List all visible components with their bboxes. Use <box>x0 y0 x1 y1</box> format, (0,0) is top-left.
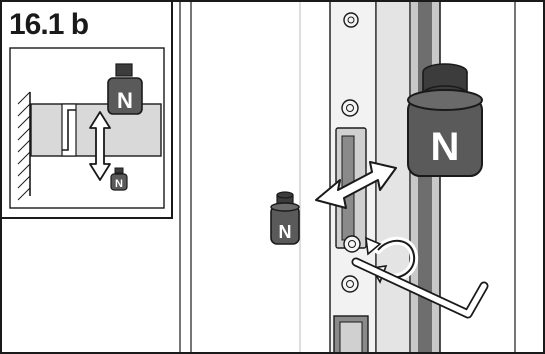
screw-icon <box>342 276 358 292</box>
screw-icon <box>344 236 360 252</box>
screw-icon <box>344 13 358 27</box>
weight-label: N <box>279 222 292 242</box>
weight-label: N <box>431 125 460 169</box>
screw-icon <box>342 100 358 116</box>
weight-label: N <box>115 178 123 190</box>
figure-label: 16.1 b <box>9 8 88 42</box>
weight-label: N <box>117 88 133 113</box>
weight-icon: N <box>271 192 299 244</box>
